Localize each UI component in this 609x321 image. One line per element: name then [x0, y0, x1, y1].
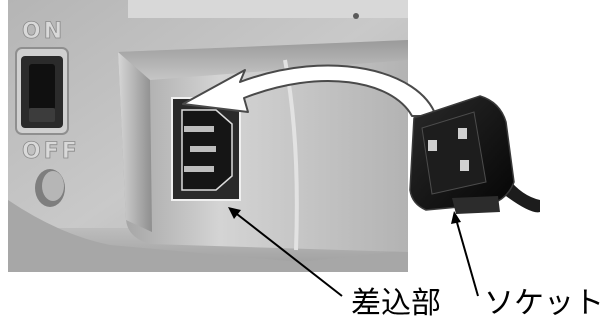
- switch-off-label: OFF: [22, 139, 80, 164]
- power-cord-socket: [410, 96, 540, 214]
- socket-leader-line: [456, 219, 478, 296]
- inlet-callout-label: 差込部: [351, 289, 441, 319]
- switch-on-label: ON: [22, 19, 65, 44]
- power-inlet: [172, 98, 240, 200]
- socket-callout-label: ソケット: [484, 289, 604, 319]
- screw-icon: [353, 13, 359, 19]
- cable-hole: [35, 169, 65, 207]
